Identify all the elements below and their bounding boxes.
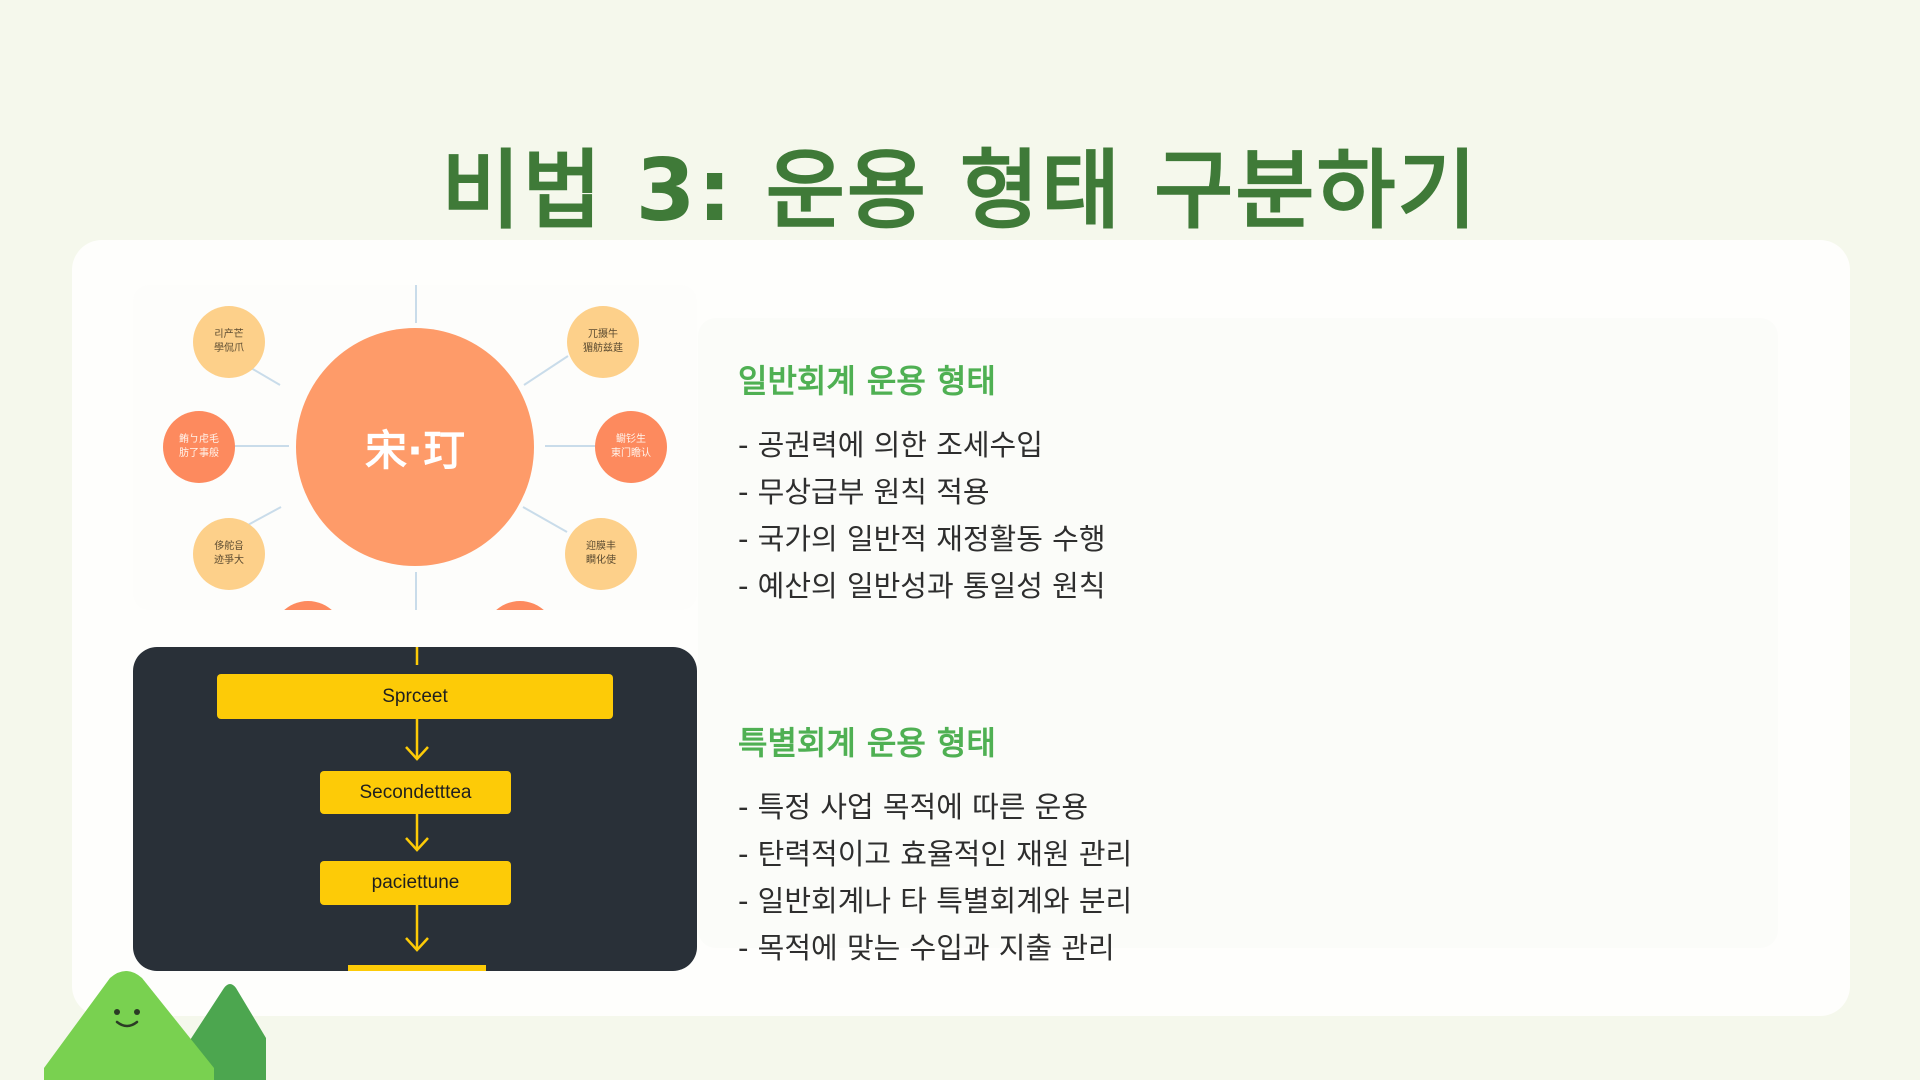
mindmap-node: 迎膜丰 瞷化使 — [565, 518, 637, 590]
mindmap-node: 鳚钐生 東门瞻认 — [595, 411, 667, 483]
general-account-list: - 공권력에 의한 조세수입 - 무상급부 원칙 적용 - 국가의 일반적 재정… — [738, 422, 1106, 610]
mindmap-node: 侈舵읍 迹爭大 — [193, 518, 265, 590]
section-heading-special: 특별회계 운용 형태 — [738, 724, 996, 762]
flowchart-arrows — [348, 647, 486, 971]
page-title: 비법 3: 운용 형태 구분하기 — [441, 140, 1479, 241]
mindmap-node: 리产芒 學侃爪 — [193, 306, 265, 378]
flowchart-step: Sprceet — [217, 674, 613, 719]
list-item: - 무상급부 원칙 적용 — [738, 475, 990, 509]
mindmap-node: 兀摄牛 猸舫兹莛 — [567, 306, 639, 378]
mindmap-node: 鲔ㄅ虍毛 肪了事般 — [163, 411, 235, 483]
center-node: 宋·玎 — [296, 328, 534, 566]
text-panel — [698, 318, 1778, 948]
mountain-mascot-icon — [44, 971, 266, 1080]
special-account-list: - 특정 사업 목적에 따른 운용 - 탄력적이고 효율적인 재원 관리 - 일… — [738, 784, 1132, 972]
list-item: - 예산의 일반성과 통일성 원칙 — [738, 569, 1106, 603]
list-item: - 특정 사업 목적에 따른 운용 — [738, 790, 1089, 824]
list-item: - 탄력적이고 효율적인 재원 관리 — [738, 837, 1133, 871]
section-heading-general: 일반회계 운용 형태 — [738, 362, 996, 400]
list-item: - 공권력에 의한 조세수입 — [738, 428, 1043, 462]
list-item: - 국가의 일반적 재정활동 수행 — [738, 522, 1106, 556]
mindmap-illustration: 宋·玎 리产芒 學侃爪 兀摄牛 猸舫兹莛 鲔ㄅ虍毛 肪了事般 鳚钐生 東门瞻认 … — [133, 285, 697, 610]
flowchart-illustration: Sprceet Secondetttea paciettune — [133, 647, 697, 971]
partial-node — [284, 601, 332, 610]
list-item: - 일반회계나 타 특별회계와 분리 — [738, 884, 1133, 918]
partial-node — [496, 601, 544, 610]
flowchart-step: paciettune — [320, 861, 511, 905]
flowchart-partial-box — [348, 965, 486, 971]
flowchart-step: Secondetttea — [320, 771, 511, 814]
list-item: - 목적에 맞는 수입과 지출 관리 — [738, 931, 1115, 965]
